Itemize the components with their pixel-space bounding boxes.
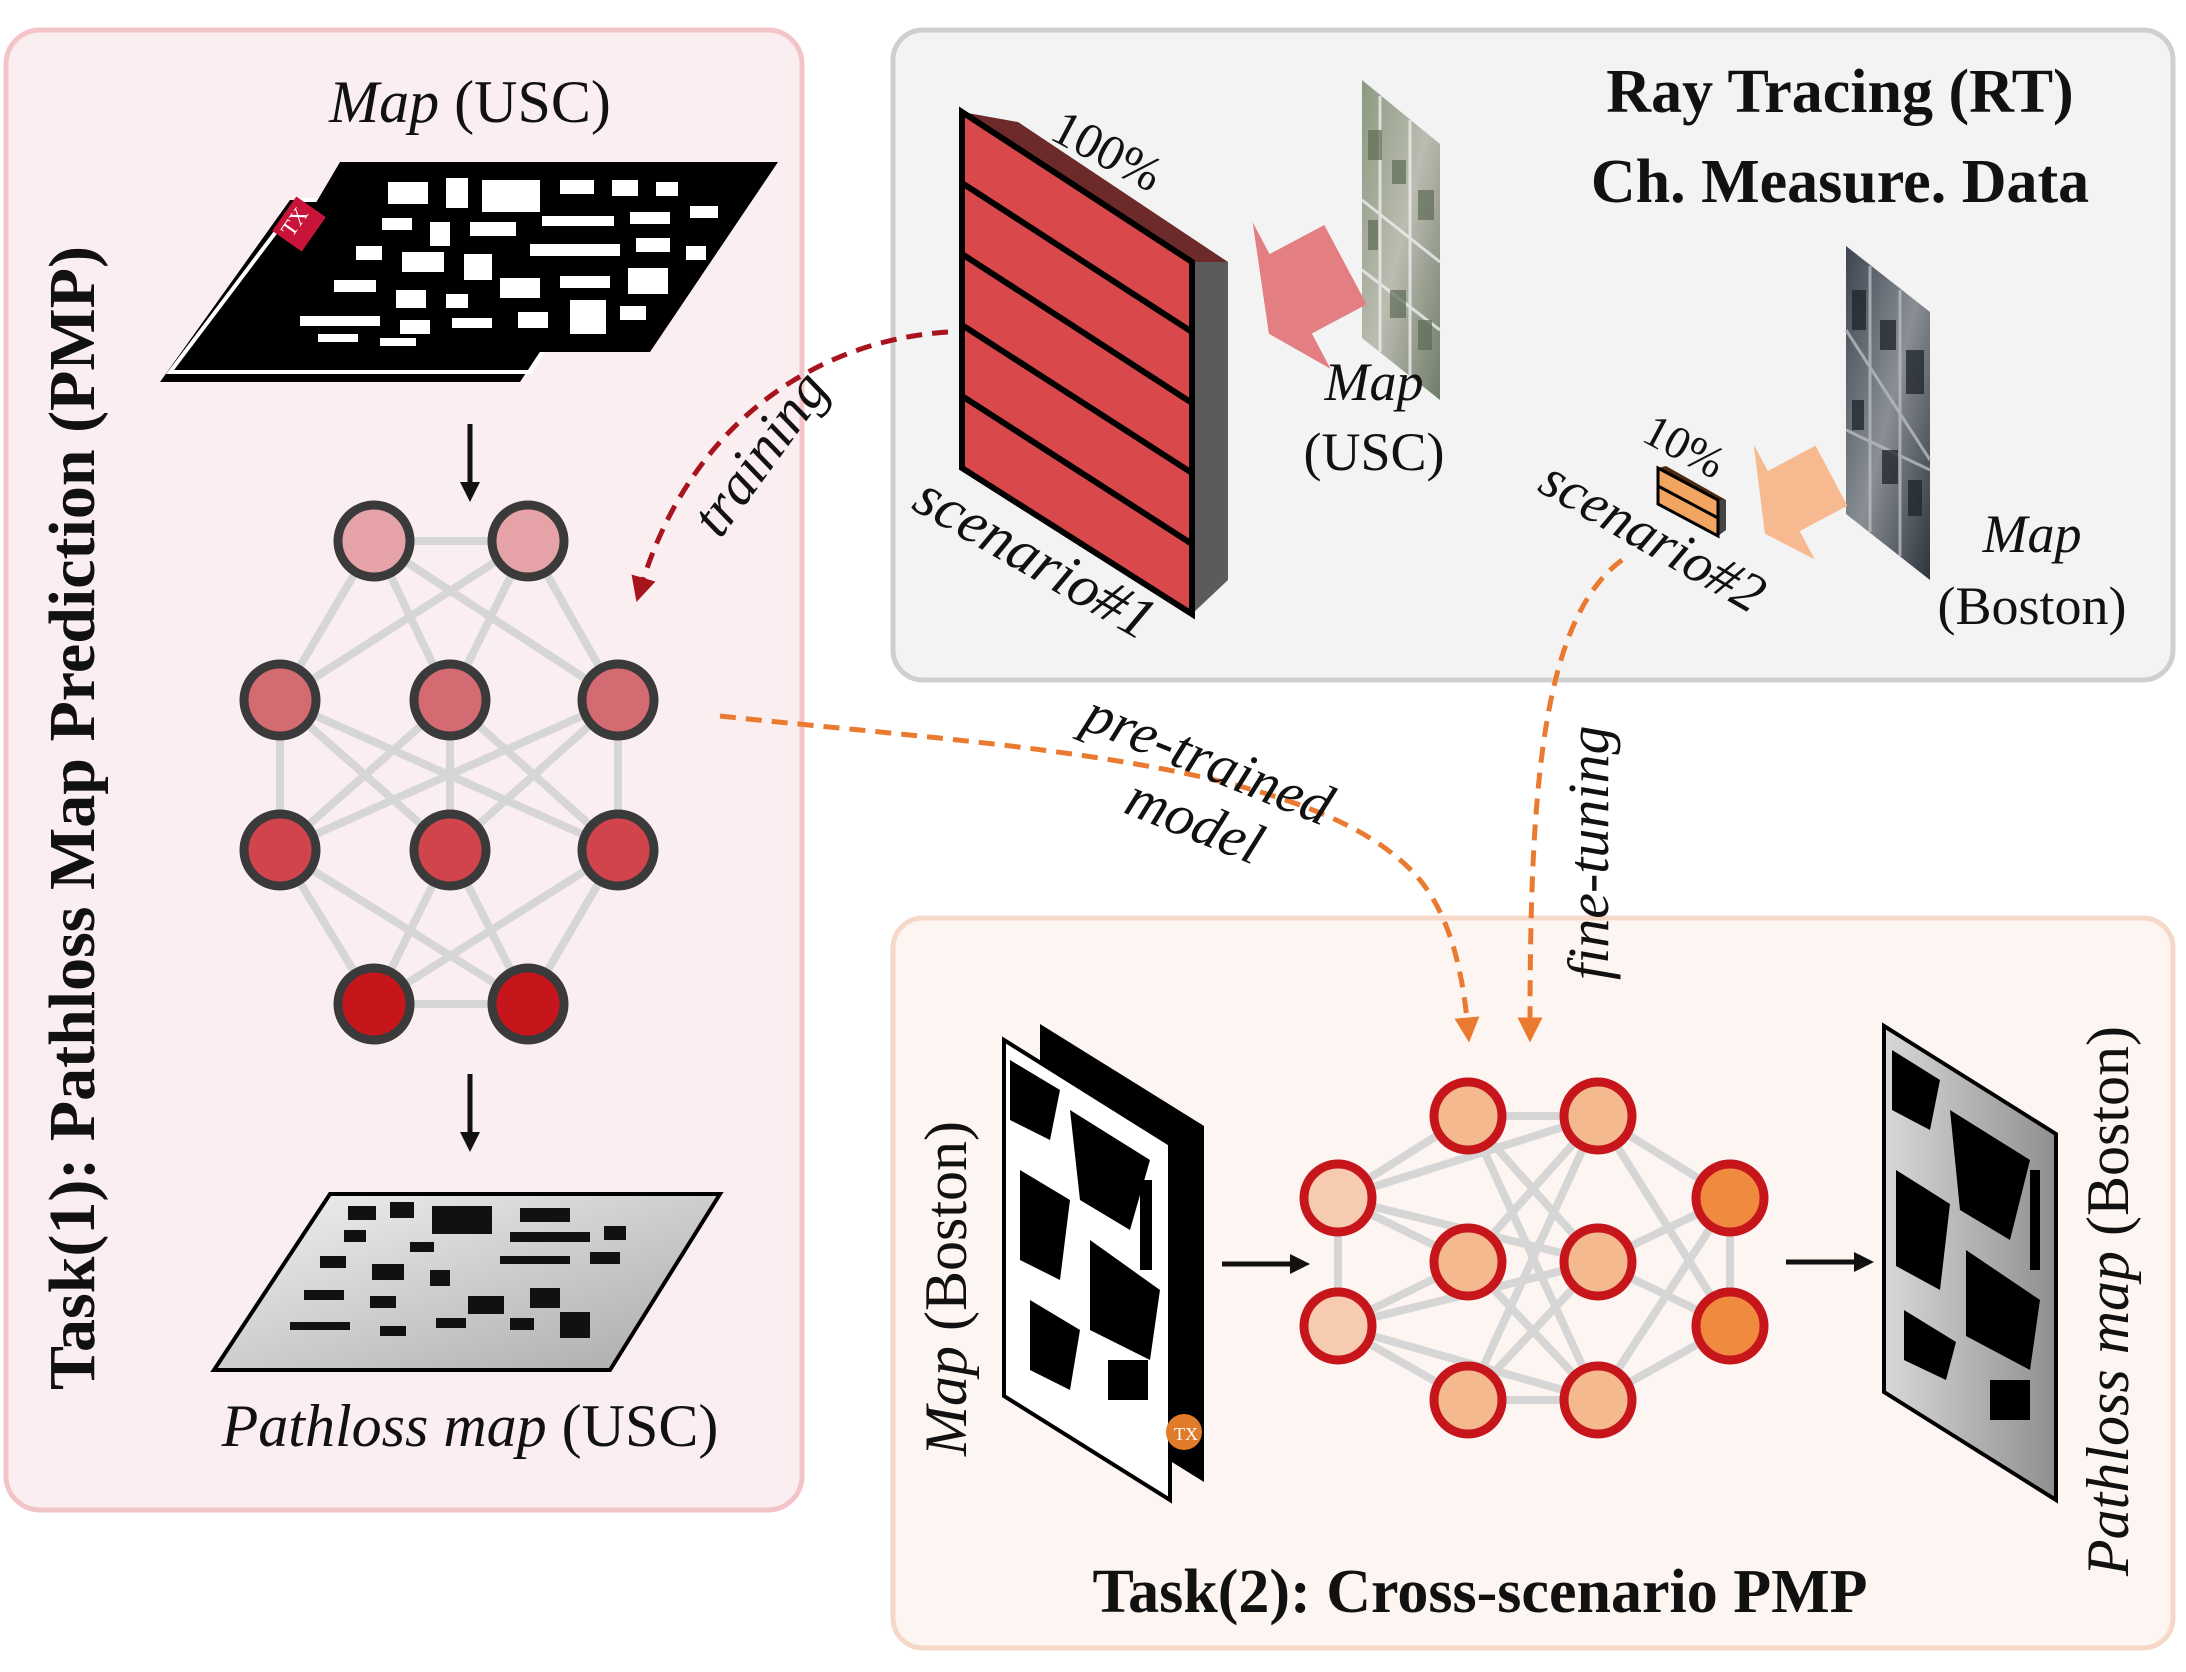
nn-node xyxy=(577,809,659,891)
task2-title: Task(2): Cross-scenario PMP xyxy=(1093,1558,1868,1626)
boston-map-label-italic: Map xyxy=(1982,504,2082,564)
nn-node xyxy=(1559,1223,1637,1301)
finetuning-arrow xyxy=(1517,557,1624,1043)
task2-network xyxy=(1334,1112,1734,1404)
nn-node xyxy=(1429,1223,1507,1301)
nn-node xyxy=(1429,1077,1507,1155)
task1-panel xyxy=(3,27,805,1513)
nn-node xyxy=(1691,1287,1769,1365)
satellite-map-boston xyxy=(1844,246,1932,580)
nn-node xyxy=(1299,1287,1377,1365)
task2-nodes xyxy=(1299,1077,1769,1439)
usc-data-arrow xyxy=(1252,222,1367,369)
task1-input-label: Map (USC) xyxy=(328,69,611,135)
task2-output-map xyxy=(1882,1022,2058,1504)
boston-data-arrow xyxy=(1753,444,1848,560)
training-arrow xyxy=(631,329,949,602)
nn-node xyxy=(239,809,321,891)
nn-node xyxy=(1429,1361,1507,1439)
nn-node xyxy=(487,963,569,1045)
task1-nodes xyxy=(239,500,659,1045)
task1-input-map: TX xyxy=(160,162,778,382)
usc-map-label-italic: Map xyxy=(1324,352,1424,412)
nn-node xyxy=(487,500,569,582)
task2-tx-badge: TX xyxy=(1174,1424,1198,1444)
tx-badge-circle xyxy=(1166,1414,1202,1450)
finetuning-label: fine-tuning xyxy=(1556,725,1621,980)
task2-input-map: TX xyxy=(1002,1024,1204,1504)
tx-badge-box xyxy=(272,196,326,252)
nn-node xyxy=(409,659,491,741)
task1-title: Task(1): Pathloss Map Prediction (PMP) xyxy=(36,246,109,1390)
nn-node xyxy=(1691,1159,1769,1237)
boston-map-label: (Boston) xyxy=(1938,576,2127,636)
task2-output-label: Pathloss map (Boston) xyxy=(2075,1026,2141,1577)
nn-node xyxy=(409,809,491,891)
nn-node xyxy=(1559,1361,1637,1439)
nn-node xyxy=(577,659,659,741)
nn-node xyxy=(333,500,415,582)
nn-node xyxy=(333,963,415,1045)
task1-output-map xyxy=(210,1192,724,1372)
satellite-map-usc xyxy=(1361,80,1441,400)
task1-output-label: Pathloss map (USC) xyxy=(221,1393,719,1459)
pretrained-model-arrow xyxy=(719,713,1480,1043)
nn-node xyxy=(1299,1159,1377,1237)
task2-input-label: Map (Boston) xyxy=(913,1121,979,1457)
task1-network xyxy=(276,537,622,1008)
nn-node xyxy=(239,659,321,741)
rt-title-line1: Ray Tracing (RT) xyxy=(1606,58,2073,126)
rt-title-line2: Ch. Measure. Data xyxy=(1591,148,2089,216)
nn-node xyxy=(1559,1077,1637,1155)
scenario1-data-block xyxy=(959,106,1228,620)
scenario2-data-block xyxy=(1656,465,1726,539)
usc-map-label: (USC) xyxy=(1303,422,1444,482)
